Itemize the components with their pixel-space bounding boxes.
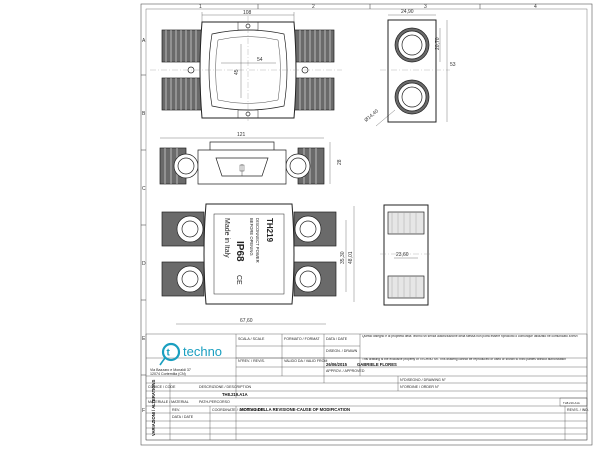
dim-side-d1: 24,90 [401, 9, 414, 15]
end-view-port-lower [394, 79, 430, 115]
bottom-view-gland-left-upper [161, 211, 205, 247]
grid-left-b: B [142, 111, 146, 117]
title-block [145, 333, 588, 441]
front-view [159, 137, 331, 185]
marking-origin: Made in Italy [223, 218, 230, 258]
date-label: DATA / DATE [326, 337, 348, 341]
drawing-no-label: N°DISEGNO / DRAWING N° [400, 378, 446, 382]
notice-it-box: Questo disegno è di proprietà della Tech… [362, 335, 578, 338]
bottom-view-gland-right-upper [293, 211, 337, 247]
bottom-view-markings: TH219 DISCONNECT POWER BEFORE OPENING IP… [223, 218, 274, 285]
grid-left-d: D [142, 261, 146, 267]
svg-text:t: t [167, 348, 171, 359]
grid-top-4: 4 [534, 4, 537, 10]
notice-en: This drawing is the exclusive property o… [362, 358, 566, 361]
file-ref: TH8.219.A1A [563, 401, 580, 405]
material-label: MATERIALE / MATERIAL [148, 400, 189, 404]
rev-label: N°REV. / REVIS. [238, 359, 265, 363]
path-label: PATH-PERCORSO [199, 400, 230, 404]
address-1: Via Bazzaro e Monaldi 37 [150, 368, 191, 372]
bottom-view-body [203, 203, 295, 305]
notice-it: Questo disegno è di proprietà della Tech… [362, 335, 578, 338]
end-view-top [375, 14, 450, 127]
marking-rating: IP68 [234, 241, 245, 262]
approved-label: APPROV. / APPROVED [326, 369, 365, 373]
format-label: FORMATO / FORMAT [284, 337, 320, 341]
top-view-cavity [208, 29, 288, 111]
dim-top-inner-width: 54 [257, 57, 263, 63]
grid-left-c: C [142, 186, 146, 192]
grid-left-a: A [142, 38, 146, 44]
top-view-gland-left-lower [161, 77, 203, 111]
address-2: 12074 Cortemilia (CN) [150, 372, 186, 376]
top-view-gland-right-lower [293, 77, 335, 111]
marking-warning-1: DISCONNECT POWER [255, 218, 260, 263]
order-label: N°ORDINE / ORDER N° [400, 385, 440, 389]
dim-side-total: 53 [450, 62, 456, 68]
coord-column: COORDINATE / COORDINATES [212, 408, 265, 412]
techno-logo: t [159, 342, 181, 366]
grid-left-e: E [142, 336, 146, 342]
rev-date-column: DATA / DATE [172, 415, 194, 419]
grid-top-1: 1 [199, 4, 202, 10]
code-label: CODICE / CODE [148, 385, 176, 389]
end-view-port-upper [394, 27, 430, 63]
grid-top-3: 3 [424, 4, 427, 10]
grid-labels: 1 2 3 4 A B C D E F [142, 4, 537, 414]
top-view-body [199, 21, 297, 119]
dim-front-width: 121 [237, 132, 246, 138]
dim-side-d2: 20,70 [435, 37, 441, 50]
bottom-view-gland-left-lower [161, 261, 205, 297]
top-view-gland-right-upper [293, 29, 335, 63]
top-view-gland-left-upper [161, 29, 203, 63]
marking-ce: CE [235, 275, 242, 285]
dim-bottom-width: 67,60 [240, 318, 253, 324]
drawing-number: TH8.219.A1A [222, 392, 248, 397]
description-label: DESCRIZIONE / DESCRIPTION [199, 385, 252, 389]
marking-warning-2: BEFORE OPENING [249, 218, 254, 256]
bottom-view-gland-right-lower [293, 261, 337, 297]
drawn-label: DISEGN. / DRAWN [326, 349, 358, 353]
company-name: techno [183, 344, 222, 359]
top-view [150, 12, 342, 122]
end-view-bottom [380, 204, 432, 306]
marking-model: TH219 [265, 218, 274, 243]
bottom-view [161, 203, 355, 325]
rev-ind-column: REVIS. / IND. [567, 408, 589, 412]
rev-column: REV. [172, 408, 180, 412]
notice-en-box: This drawing is the exclusive property o… [362, 358, 566, 361]
dim-top-width: 108 [243, 10, 252, 16]
dim-end-width: 23,60 [396, 252, 409, 258]
reason-column: MOTIVO DELLA REVISIONE-CAUSE OF MODIFICA… [240, 407, 350, 412]
drawing-date: 26/06/2015 [326, 362, 348, 367]
dim-front-height: 28 [337, 159, 343, 165]
grid-top-2: 2 [312, 4, 315, 10]
scale-label: SCALA / SCALE [238, 337, 265, 341]
grid-left-f: F [142, 408, 145, 414]
dim-side-dia: Ø14,40 [363, 108, 380, 123]
variations-label: VARIAZIONI / ALTERATIONS [151, 379, 156, 436]
dim-bottom-h2: 48,01 [348, 251, 354, 264]
valid-label: VALIDO DA / VALID FROM [284, 359, 327, 363]
dim-bottom-h1: 35,30 [340, 251, 346, 264]
dim-top-height: 45 [234, 69, 240, 75]
drawing-author: GABRIELE FLORES [357, 362, 397, 367]
